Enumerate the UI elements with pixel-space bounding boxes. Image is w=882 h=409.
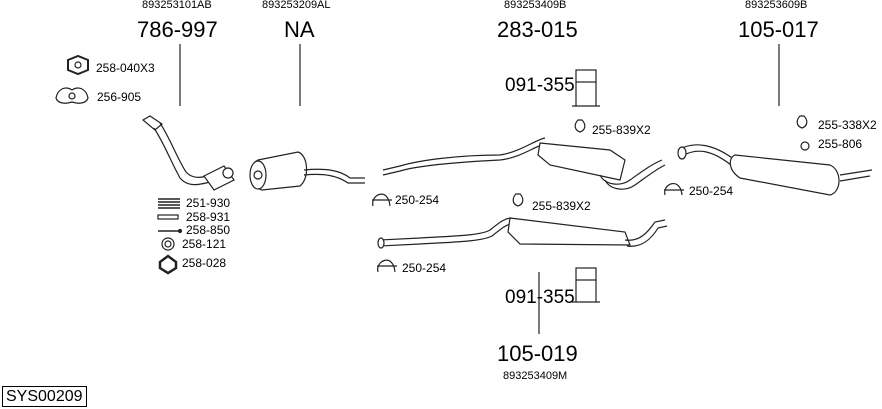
part-number-centre-silencer: 283-015 [497, 17, 578, 42]
clamps [372, 183, 684, 273]
part-label-091-355-bottom: 091-355 [505, 287, 575, 308]
catalyst-drawing [249, 151, 365, 191]
oe-number-alt-centre-silencer: 893253409M [503, 370, 568, 382]
part-number-front-pipe: 786-997 [137, 17, 218, 42]
part-label-258-028: 258-028 [182, 256, 227, 270]
part-label-091-355-top: 091-355 [505, 75, 575, 96]
rear-silencer-drawing [677, 144, 873, 196]
alt-centre-silencer-drawing [377, 217, 668, 249]
part-label-251-930: 251-930 [186, 196, 231, 210]
part-label-255-839x2-top: 255-839X2 [592, 123, 651, 137]
part-number-rear-silencer: 105-017 [738, 17, 819, 42]
part-label-255-806: 255-806 [818, 137, 863, 151]
part-label-255-839x2-mid: 255-839X2 [532, 199, 591, 213]
part-number-alt-centre-silencer: 105-019 [497, 341, 578, 366]
part-label-255-338x2: 255-338X2 [818, 118, 877, 132]
part-label-258-931: 258-931 [186, 210, 231, 224]
system-code-box: SYS00209 [2, 386, 87, 407]
part-label-258-040x3: 258-040X3 [96, 61, 155, 75]
front-pipe-drawing [141, 115, 235, 191]
part-label-250-254-b: 250-254 [402, 261, 447, 275]
part-label-258-850: 258-850 [186, 223, 231, 237]
oe-number-rear-silencer: 893253609B [745, 0, 808, 11]
centre-silencer-drawing [382, 137, 666, 190]
hanger-rubbers [512, 115, 810, 207]
part-label-250-254-a: 250-254 [395, 193, 440, 207]
part-label-256-905: 256-905 [97, 90, 142, 104]
part-number-catalyst: NA [284, 17, 315, 42]
part-label-258-121: 258-121 [182, 237, 227, 251]
oe-number-centre-silencer: 893253409B [504, 0, 567, 11]
brackets [572, 69, 600, 303]
part-label-250-254-c: 250-254 [689, 184, 734, 198]
oe-number-catalyst: 893253209AL [262, 0, 331, 11]
front-small-parts [55, 54, 183, 275]
oe-number-front-pipe: 893253101AB [142, 0, 212, 11]
